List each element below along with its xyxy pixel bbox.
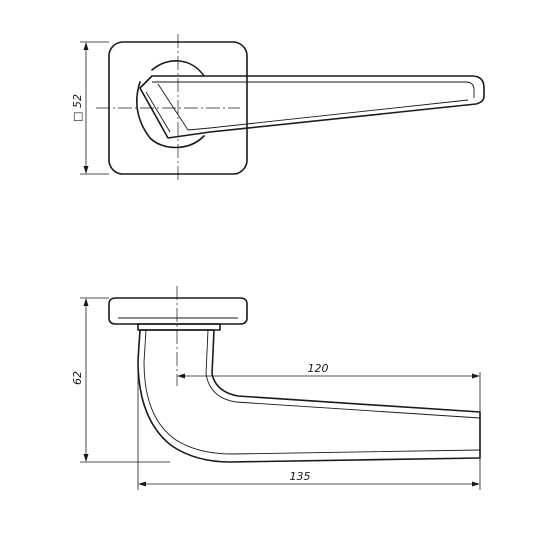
side-rosette-plate [108, 297, 248, 325]
side-view: 62 120 135 [71, 286, 481, 490]
height-dimension-label: 62 [71, 371, 84, 385]
top-spindle-boss [136, 60, 205, 149]
top-lever-body [139, 75, 485, 139]
rosette-dimension-label: □ 52 [71, 94, 84, 122]
side-lever-inner-edge [143, 329, 481, 455]
top-lever-inner-edge [145, 81, 475, 133]
top-view: □ 52 [71, 34, 485, 182]
side-neck-collar [137, 323, 221, 331]
length-dimension-label: 135 [290, 470, 311, 483]
reach-dimension-label: 120 [308, 362, 329, 375]
side-lever-body [137, 329, 481, 463]
